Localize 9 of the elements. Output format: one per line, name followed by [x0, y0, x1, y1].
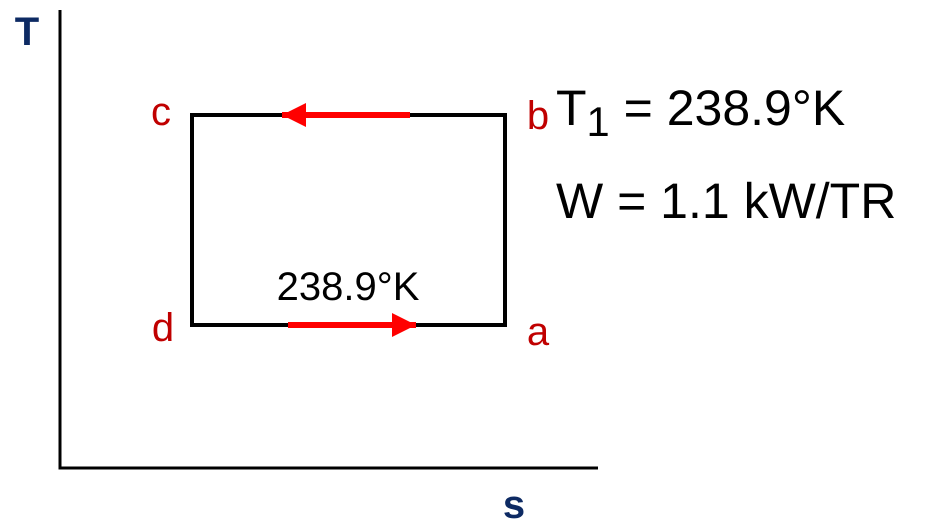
point-label: c — [151, 92, 171, 132]
point-label: b — [526, 96, 550, 136]
point-label: a — [526, 312, 550, 352]
point-label: d — [152, 308, 174, 348]
temperature-equation: T$_{1}$ = 238.9°K — [556, 83, 846, 143]
axis-label: T — [14, 12, 40, 52]
axis-label: s — [502, 485, 526, 523]
work-equation: W = 1.1 kW/TR — [556, 176, 896, 226]
temperature-label: 238.9°K — [276, 267, 420, 307]
